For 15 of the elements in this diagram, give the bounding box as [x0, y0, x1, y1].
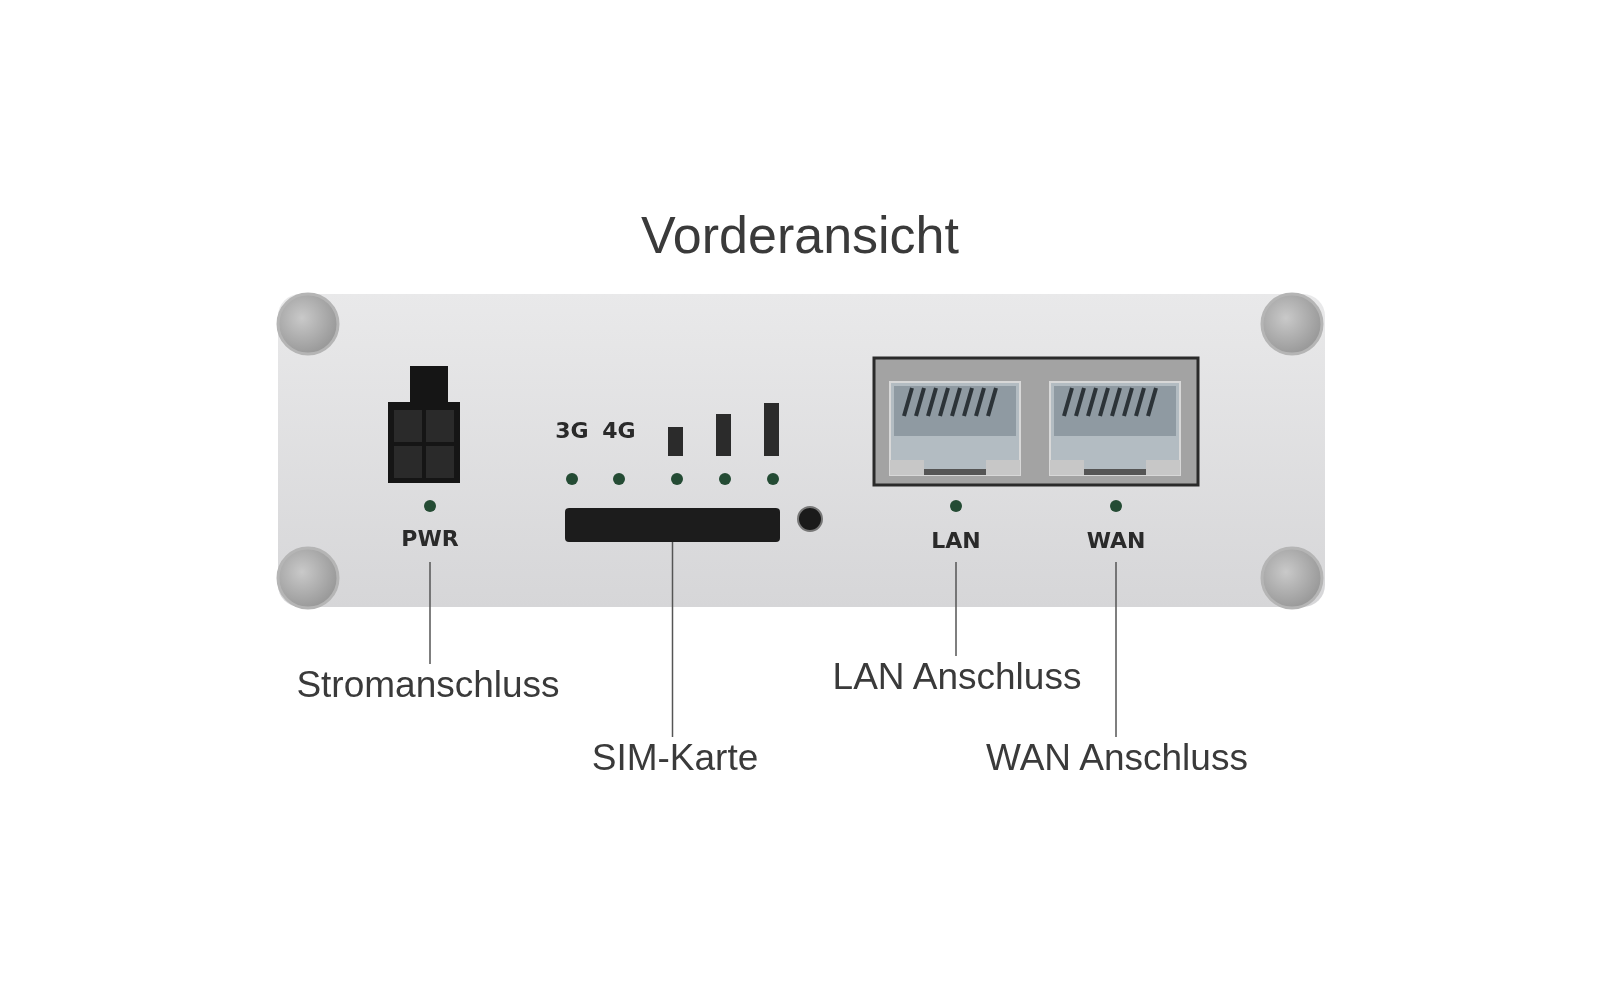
- port-label: PWR: [401, 526, 459, 551]
- indicator-label: 3G: [555, 418, 589, 443]
- sim-card-slot: [565, 508, 780, 542]
- leader-line: [671, 541, 674, 738]
- callout-label: SIM-Karte: [591, 737, 759, 779]
- indicator-label: 4G: [602, 418, 636, 443]
- callout-label: LAN Anschluss: [832, 656, 1082, 698]
- leader-line: [429, 561, 431, 665]
- leader-line: [955, 561, 957, 657]
- callout-label: WAN Anschluss: [986, 737, 1248, 779]
- title: Vorderansicht: [641, 205, 959, 265]
- leader-line: [1115, 561, 1117, 738]
- port-label: LAN: [931, 528, 981, 553]
- port-label: WAN: [1086, 528, 1146, 553]
- callout-label: Stromanschluss: [296, 664, 560, 706]
